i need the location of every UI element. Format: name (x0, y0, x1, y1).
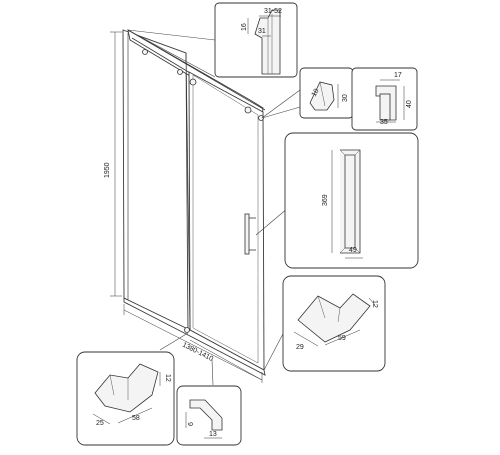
wall-bracket-height: 40 (406, 100, 413, 108)
leader-seal (211, 359, 214, 386)
leader-floor-left (159, 332, 189, 351)
floor-guide-right-depth: 29 (296, 344, 304, 351)
profile-top-part (254, 9, 281, 75)
profile-top-width: 31-52 (264, 8, 282, 15)
wall-fixing-2 (177, 69, 183, 75)
detail-wall-bracket: 17 40 35 (351, 67, 418, 131)
bottom-seal-height: 6 (188, 422, 195, 426)
floor-guide-left-depth: 25 (96, 420, 104, 427)
profile-top-inner: 31 (258, 28, 266, 35)
floor-guide-right-height: 12 (371, 300, 378, 308)
roller-left (189, 78, 197, 86)
handle-width: 49 (349, 247, 357, 254)
wheel-bracket-height: 30 (342, 94, 349, 102)
wall-bracket-width: 17 (394, 72, 402, 79)
bottom-seal-part (189, 399, 223, 431)
height-label: 1950 (104, 162, 111, 178)
leader-wheel (261, 89, 301, 119)
floor-guide-left-height: 12 (164, 374, 171, 382)
wall-fixing (142, 49, 148, 55)
main-view: 1950 1380-1410 (104, 29, 353, 386)
detail-wheel-bracket: 30 10 (299, 67, 354, 119)
profile-top-height: 16 (241, 23, 248, 31)
wall-bracket-depth: 35 (380, 119, 388, 126)
bottom-profile (123, 297, 266, 376)
detail-profile-top: 31-52 31 16 (214, 2, 298, 78)
roller-right (244, 106, 252, 114)
leader-floor-right (263, 329, 286, 371)
sliding-door-panel (188, 71, 265, 371)
leader-handle (255, 207, 289, 236)
floor-guide-left-width: 58 (132, 415, 140, 422)
rail-end-cap (258, 115, 264, 121)
handle-part (340, 149, 361, 254)
handle-length: 369 (322, 194, 329, 206)
floor-guide-marker (184, 327, 190, 333)
floor-guide-right-width: 59 (338, 335, 346, 342)
leader-profile-top (127, 29, 216, 41)
detail-bottom-seal: 6 13 (176, 385, 242, 446)
sliding-door-edge (192, 74, 259, 364)
wheel-bracket-width: 10 (311, 88, 321, 98)
floor-guide-left-part (94, 363, 159, 413)
fixed-glass-panel (122, 29, 189, 334)
detail-floor-guide-right: 29 59 12 (282, 275, 386, 372)
leader-profile-top-2 (127, 29, 216, 78)
height-dimension: 1950 (104, 31, 122, 297)
bottom-seal-width: 13 (209, 431, 217, 438)
floor-guide-right-part (297, 293, 371, 343)
detail-handle: 369 49 (284, 132, 419, 269)
door-handle (244, 213, 250, 255)
detail-floor-guide-left: 25 58 12 (76, 351, 175, 446)
